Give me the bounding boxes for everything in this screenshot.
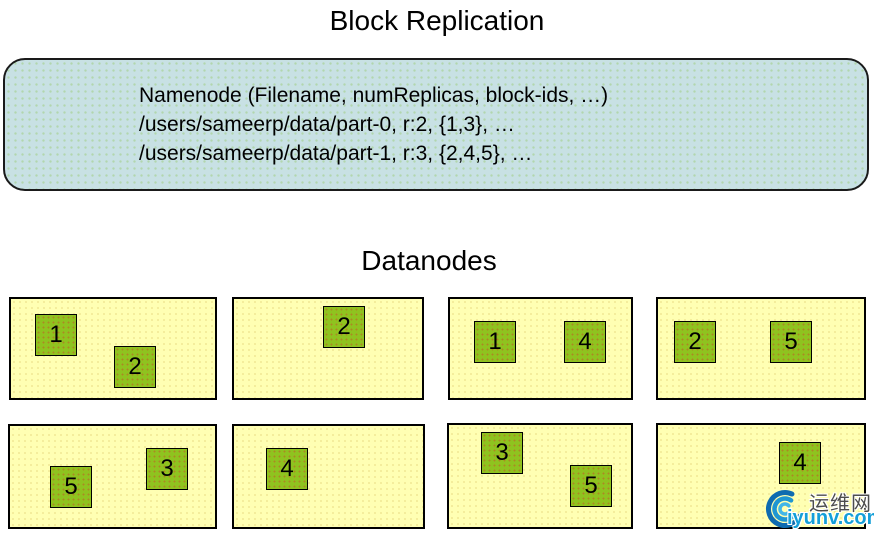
namenode-box: Namenode (Filename, numReplicas, block-i… [3, 58, 869, 191]
block-4: 4 [266, 448, 308, 490]
block-4: 4 [564, 321, 606, 363]
datanode-box-6: 4 [232, 424, 425, 529]
namenode-file-entry-1: /users/sameerp/data/part-0, r:2, {1,3}, … [139, 113, 515, 136]
block-3: 3 [481, 432, 523, 474]
block-1: 1 [35, 314, 77, 356]
iyunv-logo-icon [766, 490, 803, 528]
block-5: 5 [570, 465, 612, 507]
namenode-text: Namenode (Filename, numReplicas, block-i… [139, 81, 608, 168]
watermark-site-url: iyunv.com [787, 507, 874, 529]
block-4: 4 [779, 442, 821, 484]
block-2: 2 [674, 321, 716, 363]
diagram-title: Block Replication [329, 5, 545, 36]
block-3: 3 [146, 448, 188, 490]
block-5: 5 [50, 466, 92, 508]
watermark-site-name: 运维网 [809, 493, 872, 515]
datanode-box-2: 2 [232, 297, 424, 400]
namenode-header-line: Namenode (Filename, numReplicas, block-i… [139, 84, 609, 107]
namenode-file-entry-2: /users/sameerp/data/part-1, r:3, {2,4,5}… [139, 142, 533, 165]
datanode-box-8: 4 [656, 423, 866, 529]
block-2: 2 [323, 306, 365, 348]
block-2: 2 [114, 346, 156, 388]
block-1: 1 [474, 321, 516, 363]
block-5: 5 [770, 321, 812, 363]
datanodes-heading: Datanodes [361, 245, 497, 276]
